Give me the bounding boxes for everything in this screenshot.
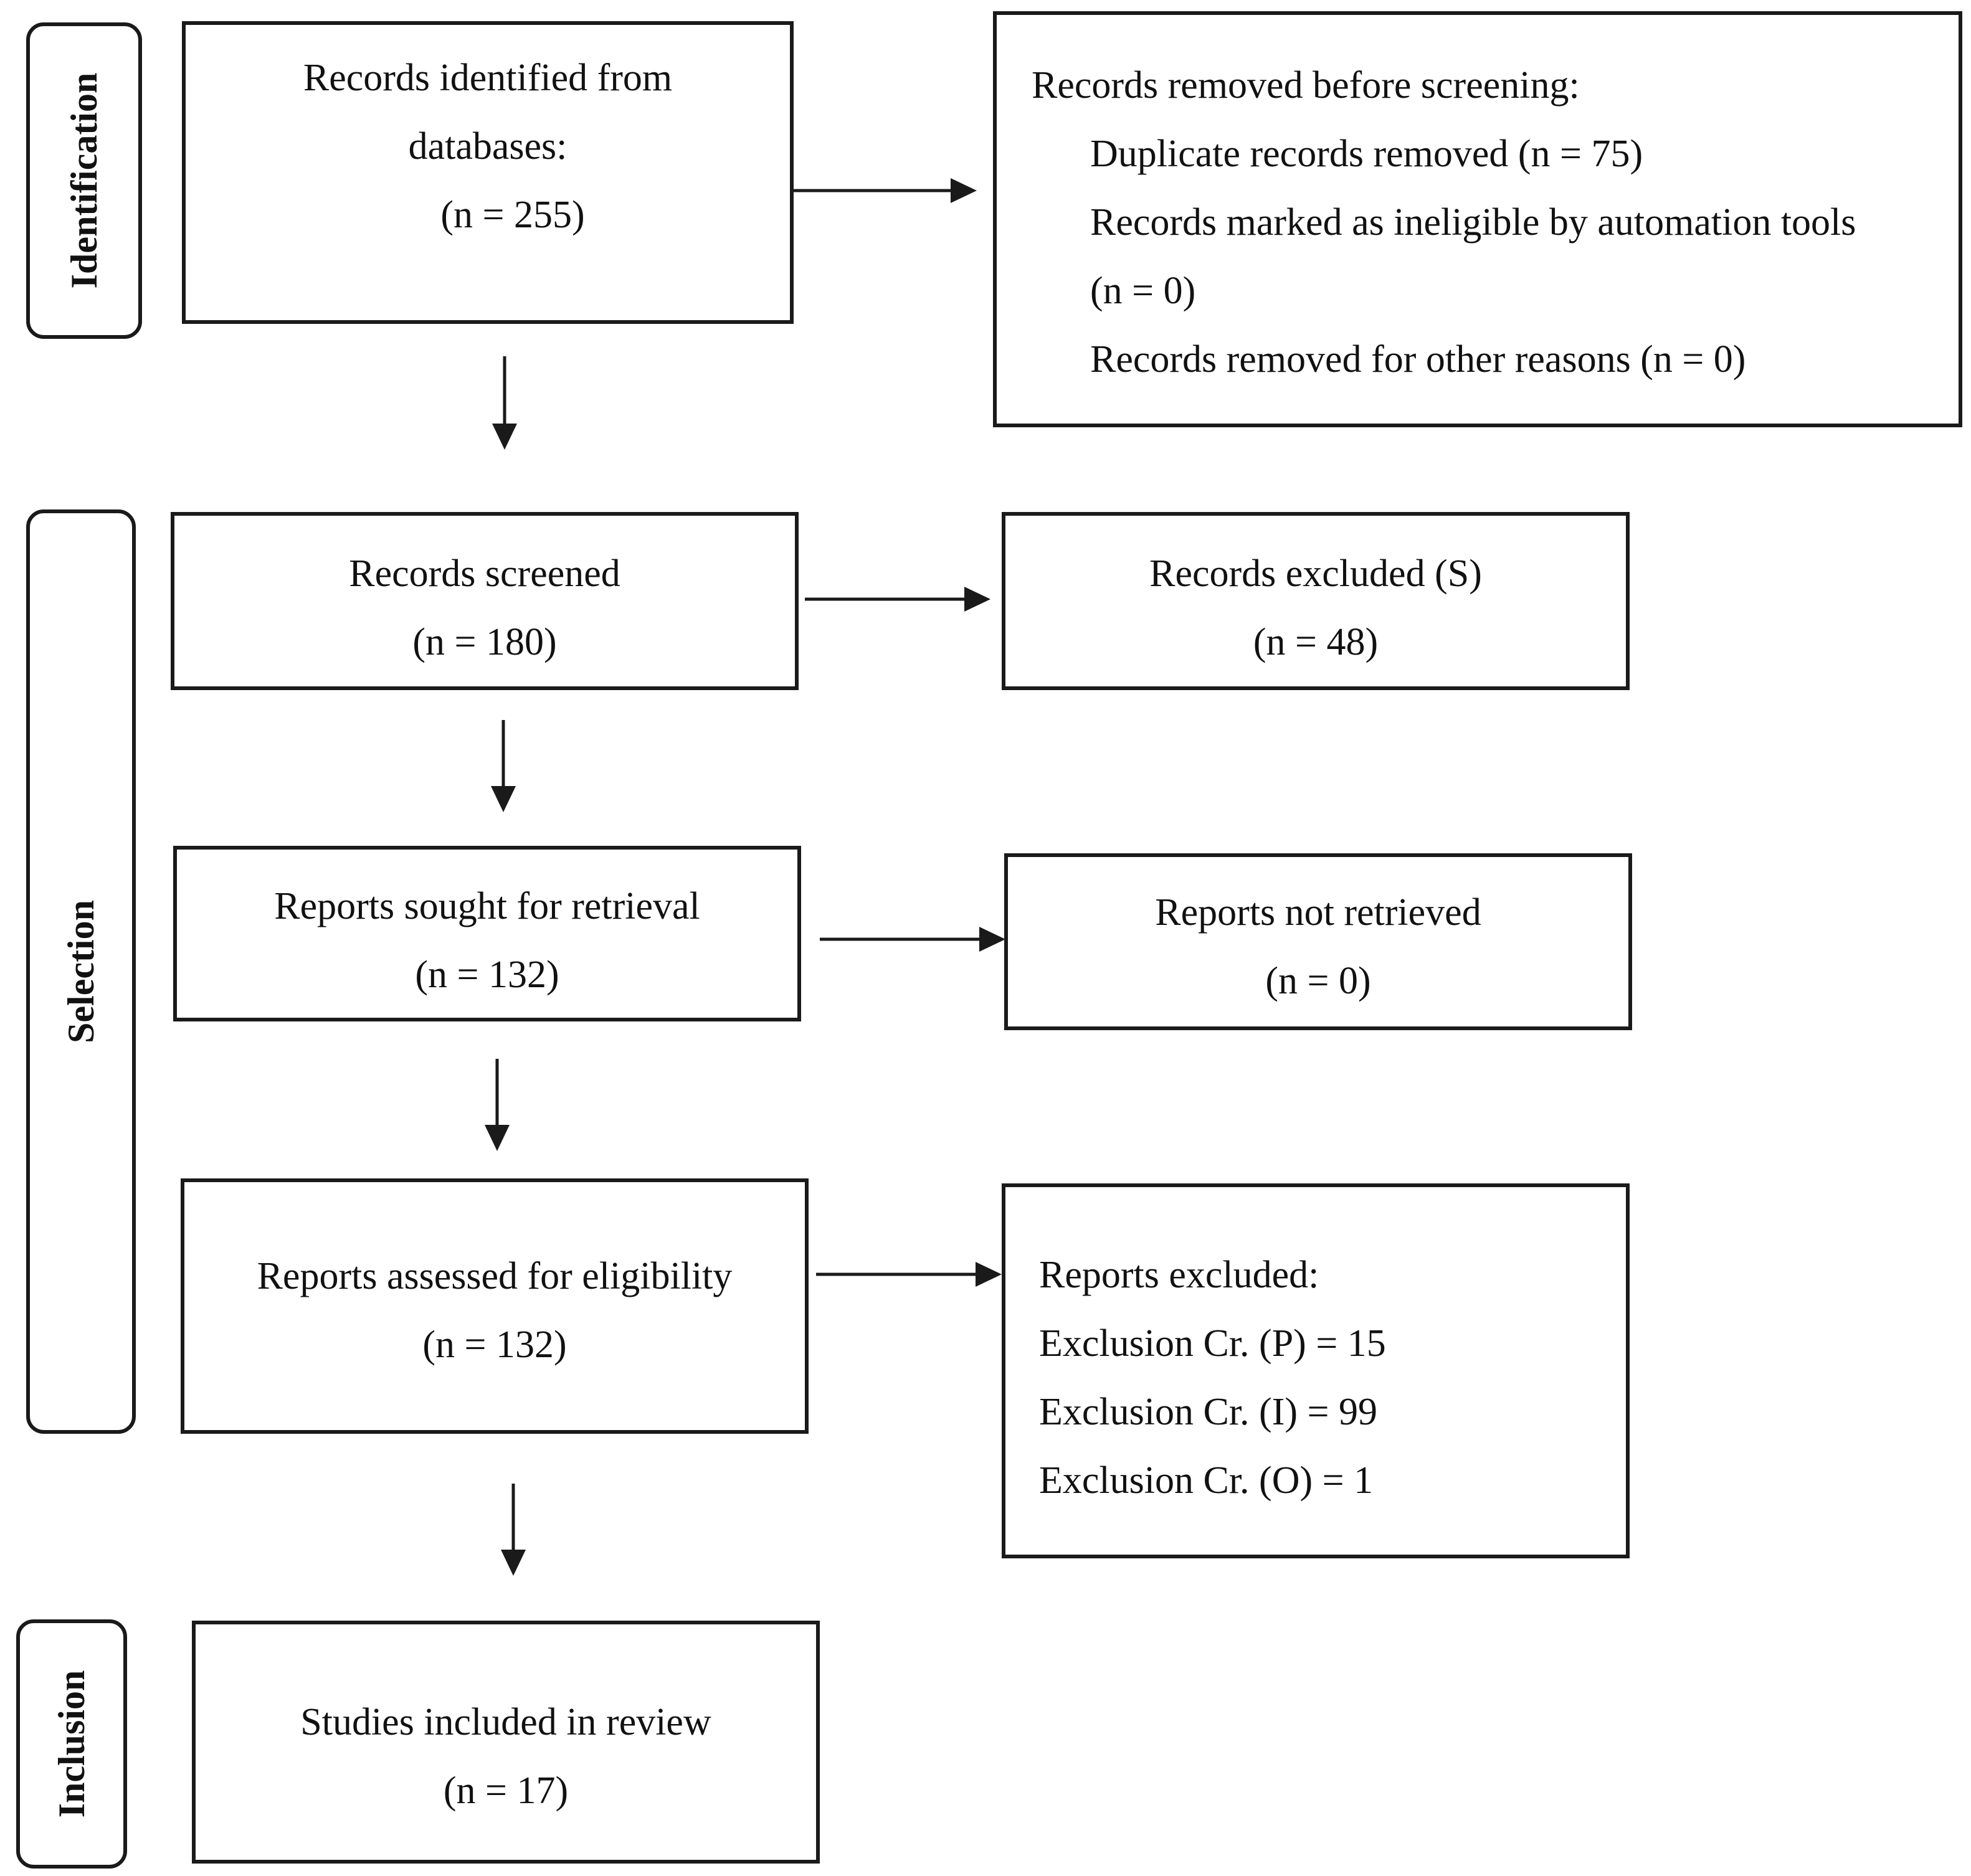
stage-selection: Selection xyxy=(26,509,136,1434)
records-identified-box: Records identified from databases: (n = … xyxy=(182,21,794,324)
reports-assessed-box: Reports assessed for eligibility (n = 13… xyxy=(181,1178,809,1434)
studies-included-label: Studies included in review xyxy=(300,1701,711,1743)
reports-excluded-box: Reports excluded: Exclusion Cr. (P) = 15… xyxy=(1002,1183,1630,1558)
exclusion-criteria-i: Exclusion Cr. (I) = 99 xyxy=(1039,1391,1377,1433)
reports-not-retrieved-box: Reports not retrieved (n = 0) xyxy=(1004,853,1632,1030)
records-screened-count: (n = 180) xyxy=(412,621,557,663)
reports-assessed-count: (n = 132) xyxy=(422,1324,567,1366)
records-excluded-count: (n = 48) xyxy=(1253,621,1379,663)
records-identified-line2: databases: xyxy=(408,125,568,168)
reports-sought-label: Reports sought for retrieval xyxy=(274,885,700,927)
stage-inclusion: Inclusion xyxy=(16,1619,127,1869)
exclusion-criteria-p: Exclusion Cr. (P) = 15 xyxy=(1039,1322,1386,1365)
automation-ineligible-count: (n = 0) xyxy=(1090,270,1196,312)
other-reasons-removed: Records removed for other reasons (n = 0… xyxy=(1090,338,1746,381)
duplicates-removed: Duplicate records removed (n = 75) xyxy=(1090,133,1643,175)
automation-ineligible: Records marked as ineligible by automati… xyxy=(1090,201,1856,244)
arrow-identified-to-screened xyxy=(492,356,517,450)
reports-not-retrieved-count: (n = 0) xyxy=(1265,960,1371,1002)
arrow-sought-to-not-retrieved xyxy=(820,927,1005,952)
reports-sought-box: Reports sought for retrieval (n = 132) xyxy=(173,846,801,1021)
arrow-screened-to-excluded xyxy=(805,587,990,612)
studies-included-box: Studies included in review (n = 17) xyxy=(192,1621,820,1864)
arrow-sought-to-assessed xyxy=(485,1059,510,1151)
records-removed-box: Records removed before screening: Duplic… xyxy=(993,11,1962,427)
reports-excluded-title: Reports excluded: xyxy=(1039,1254,1319,1296)
records-removed-title: Records removed before screening: xyxy=(1032,64,1580,107)
arrow-assessed-to-included xyxy=(501,1484,526,1576)
reports-assessed-label: Reports assessed for eligibility xyxy=(257,1255,733,1297)
stage-identification: Identification xyxy=(26,22,142,339)
records-identified-count: (n = 255) xyxy=(440,194,585,236)
studies-included-count: (n = 17) xyxy=(443,1769,569,1812)
exclusion-criteria-o: Exclusion Cr. (O) = 1 xyxy=(1039,1459,1374,1502)
records-screened-label: Records screened xyxy=(349,552,620,595)
arrow-assessed-to-reports-excluded xyxy=(816,1262,1002,1287)
records-excluded-box: Records excluded (S) (n = 48) xyxy=(1002,512,1630,690)
arrow-screened-to-sought xyxy=(491,720,516,812)
reports-sought-count: (n = 132) xyxy=(415,954,559,996)
records-excluded-label: Records excluded (S) xyxy=(1149,552,1482,595)
arrow-identified-to-removed xyxy=(794,178,977,203)
records-screened-box: Records screened (n = 180) xyxy=(171,512,799,690)
reports-not-retrieved-label: Reports not retrieved xyxy=(1155,891,1481,934)
records-identified-line1: Records identified from xyxy=(303,57,673,99)
